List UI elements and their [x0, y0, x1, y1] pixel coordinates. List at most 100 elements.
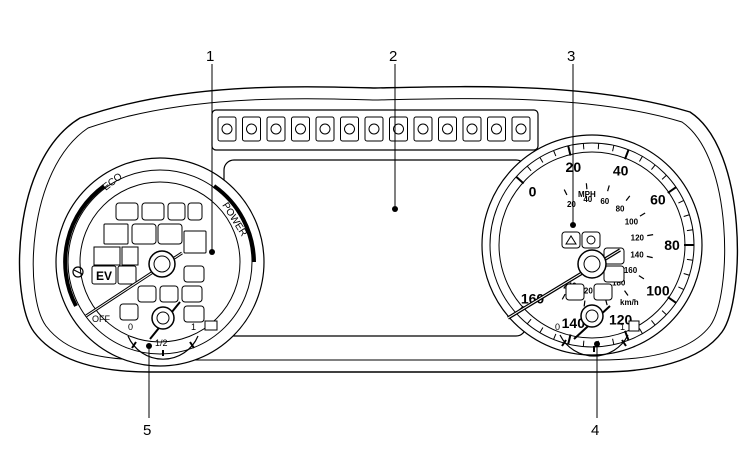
eco-arc: [63, 184, 106, 307]
left-indicator-grid: [91, 202, 207, 323]
left-arrow-icon: [217, 116, 237, 142]
mph-tick: [678, 286, 684, 290]
kmh-unit-label: km/h: [620, 298, 639, 307]
callout-1-dot: [209, 249, 215, 255]
mph-tick: [553, 333, 557, 340]
tire-pressure-icon: [487, 116, 506, 142]
hybrid-system-indicator: ECO POWER OFF EV: [55, 157, 265, 367]
parking-brake-icon: [315, 116, 335, 142]
callout-5: 5: [143, 422, 151, 439]
brake-warning-icon: [586, 235, 596, 245]
kmh-tick: [638, 275, 645, 280]
mph-tick: [612, 145, 615, 152]
kmh-label-220: 220: [579, 287, 593, 296]
left-fuel-half: 1/2: [155, 338, 168, 348]
mph-label-60: 60: [650, 192, 666, 208]
callout-4-dot: [594, 341, 600, 347]
right-arrow-icon: [511, 116, 531, 142]
kmh-tick: [647, 234, 654, 237]
mph-tick: [667, 186, 677, 194]
kmh-tick-marks: [561, 183, 654, 307]
mph-tick: [639, 328, 643, 334]
abs-icon: [242, 116, 261, 142]
kmh-label-140: 140: [630, 250, 644, 259]
mph-tick: [686, 258, 693, 261]
callout-3: 3: [567, 48, 575, 65]
mph-tick: [651, 320, 656, 326]
right-fuel-gauge: 0 1: [555, 304, 640, 357]
kmh-tick: [585, 183, 588, 190]
kmh-tick: [625, 195, 631, 201]
airbag-icon: [438, 116, 457, 142]
kmh-label-180: 180: [612, 278, 626, 287]
brake-pad-icon: [266, 116, 286, 142]
mph-tick: [683, 214, 690, 218]
mph-label-100: 100: [646, 282, 670, 298]
power-arc: [212, 184, 256, 263]
mph-tick: [526, 318, 532, 325]
left-fuel-full: 1: [191, 322, 196, 332]
battery-icon: [413, 116, 433, 142]
mph-tick: [582, 340, 585, 347]
ev-indicator: EV: [96, 269, 112, 283]
seatbelt-icon: [389, 116, 408, 142]
mph-tick: [624, 149, 630, 160]
mph-tick: [553, 150, 557, 157]
callout-1: 1: [206, 48, 214, 65]
mph-tick: [651, 164, 656, 170]
kmh-label-60: 60: [600, 197, 609, 206]
engine-icon: [462, 116, 482, 142]
multi-information-display: [223, 159, 527, 337]
kmh-label-40: 40: [583, 195, 592, 204]
mph-label-140: 140: [562, 315, 586, 331]
mph-tick: [526, 165, 532, 172]
mph-tick: [667, 296, 677, 304]
mph-tick: [582, 143, 585, 150]
mph-tick: [639, 156, 643, 162]
callout-2: 2: [389, 48, 397, 65]
kmh-tick: [563, 189, 568, 196]
mph-tick: [661, 310, 667, 316]
callout-3-dot: [570, 222, 576, 228]
center-display-dot: [392, 206, 398, 212]
brake-system-icon: [340, 116, 359, 142]
mph-tick: [539, 157, 544, 163]
mph-tick: [515, 176, 525, 185]
kmh-label-80: 80: [616, 205, 625, 214]
tire-warning-icon: [565, 235, 577, 245]
cluster-housing: [18, 85, 739, 373]
mph-label-80: 80: [664, 237, 680, 253]
mph-unit-label: MPH: [578, 190, 596, 199]
left-fuel-zero: 0: [128, 322, 133, 332]
mph-tick: [567, 145, 572, 156]
callout-5-dot: [146, 343, 152, 349]
mph-tick: [624, 330, 630, 341]
master-warning-icon: [364, 116, 384, 142]
kmh-tick: [583, 300, 586, 307]
callout-4: 4: [591, 422, 599, 439]
charge-icon: [72, 266, 84, 278]
right-fuel-full: 1: [620, 322, 625, 332]
left-fuel-gauge: 0 1/2 1: [127, 301, 218, 360]
kmh-label-160: 160: [624, 266, 638, 275]
mph-label-40: 40: [613, 162, 629, 178]
mph-tick: [567, 334, 572, 345]
kmh-tick: [646, 255, 653, 259]
mph-tick: [612, 338, 615, 345]
off-label: OFF: [92, 314, 110, 324]
right-fuel-zero: 0: [555, 322, 560, 332]
mph-tick-marks: [515, 143, 694, 347]
kmh-label-120: 120: [631, 233, 645, 242]
kmh-tick: [607, 185, 610, 192]
mph-tick: [539, 327, 544, 333]
kmh-tick: [561, 293, 566, 300]
telltale-icons: [217, 116, 531, 142]
mph-tick: [686, 229, 693, 232]
kmh-tick: [639, 212, 646, 217]
right-fuel-pump-icon: [628, 320, 640, 332]
mph-label-160: 160: [521, 291, 545, 307]
